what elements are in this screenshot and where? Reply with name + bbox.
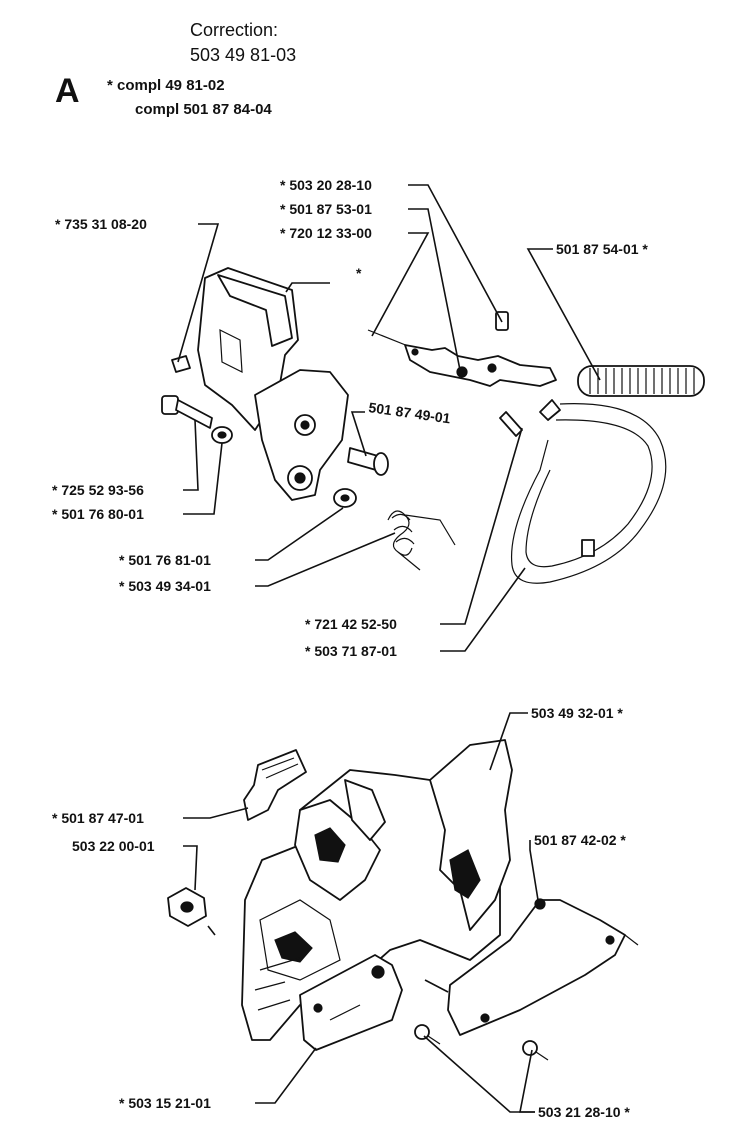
part-labels: * 735 31 08-20 * 503 20 28-10 * 501 87 5… [52, 177, 648, 1120]
label-725529356: * 725 52 93-56 [52, 482, 144, 498]
clip-735-drawing [171, 355, 191, 373]
nut-503220001-drawing [167, 887, 207, 927]
screw-725-drawing [161, 395, 213, 429]
section-letter: A [55, 72, 80, 110]
label-503718701: * 503 71 87-01 [305, 643, 397, 659]
shield-503493201-drawing [429, 739, 513, 931]
label-503493201: 503 49 32-01 * [531, 705, 623, 721]
spring-503493401-drawing [387, 510, 456, 571]
label-asterisk: * [356, 265, 362, 281]
guide-plate-503152101-drawing [299, 954, 403, 1051]
washer-drawing [211, 426, 233, 444]
clutch-cover-drawing [241, 754, 506, 1041]
label-503212810: 503 21 28-10 * [538, 1104, 630, 1120]
label-501875401: 501 87 54-01 * [556, 241, 648, 257]
label-503220001: 503 22 00-01 [72, 838, 155, 854]
label-503202810: * 503 20 28-10 [280, 177, 372, 193]
correction-number: 503 49 81-03 [190, 45, 297, 65]
latch-lever-drawing [367, 311, 557, 387]
label-501874202: 501 87 42-02 * [534, 832, 626, 848]
label-735310820: * 735 31 08-20 [55, 216, 147, 232]
pin-501874901-drawing [347, 447, 389, 476]
bushing-501768101-drawing [333, 488, 357, 508]
label-501874701: * 501 87 47-01 [52, 810, 144, 826]
correction-label: Correction: [190, 20, 279, 40]
compl-line-2: compl 501 87 84-04 [135, 101, 272, 118]
label-720123300: * 720 12 33-00 [280, 225, 372, 241]
label-503152101: * 503 15 21-01 [119, 1095, 211, 1111]
brake-bracket-drawing [254, 369, 349, 501]
screw-503212810-lower-drawing [414, 1024, 549, 1061]
label-501768001: * 501 76 80-01 [52, 506, 144, 522]
spring-501875401-drawing [577, 365, 705, 397]
label-503493401: * 503 49 34-01 [119, 578, 211, 594]
leader-lines [177, 184, 601, 1113]
part-501874701-drawing [243, 749, 307, 821]
brake-band-drawing [499, 399, 667, 584]
label-721425250: * 721 42 52-50 [305, 616, 397, 632]
label-501875301: * 501 87 53-01 [280, 201, 372, 217]
compl-line-1: * compl 49 81-02 [107, 77, 225, 94]
plate-501874202-drawing [447, 898, 639, 1036]
label-501874901: 501 87 49-01 [368, 399, 452, 426]
label-501768101: * 501 76 81-01 [119, 552, 211, 568]
